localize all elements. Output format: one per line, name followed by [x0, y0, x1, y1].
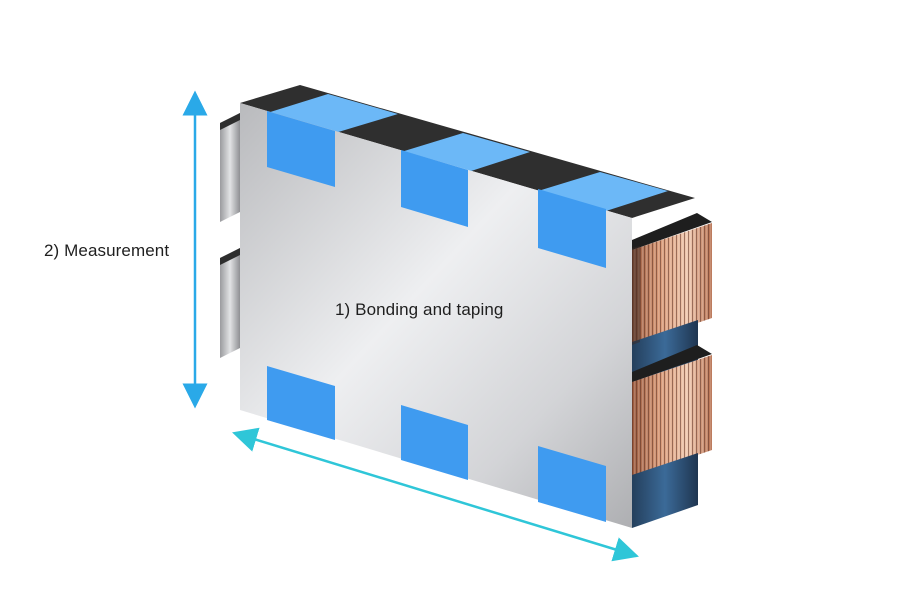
bonding-taping-label: 1) Bonding and taping	[335, 300, 504, 319]
diagonal-measurement-arrow	[232, 427, 639, 562]
top-face	[240, 85, 695, 218]
right-side-cells	[632, 213, 712, 528]
front-face	[240, 103, 632, 528]
measurement-label: 2) Measurement	[44, 241, 170, 260]
left-tabs	[220, 113, 240, 358]
